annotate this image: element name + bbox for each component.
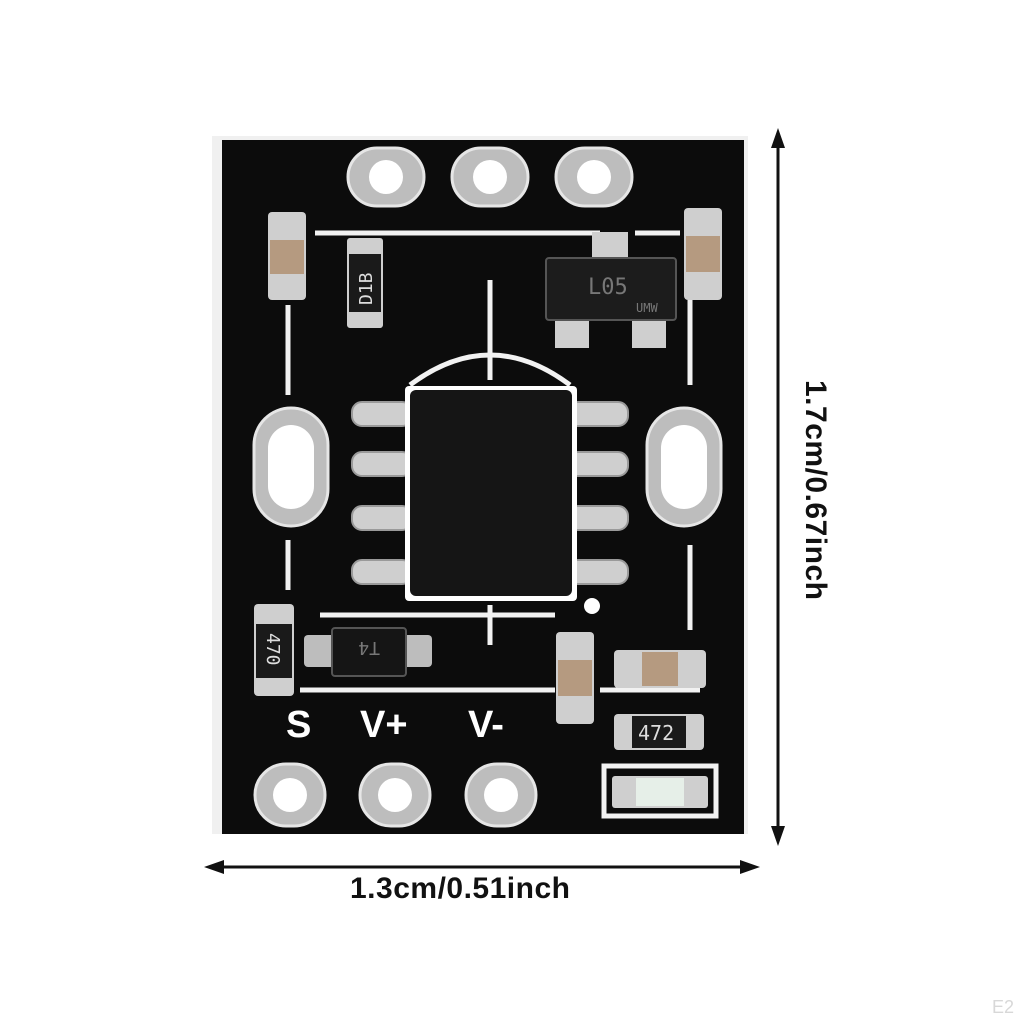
pad-vplus [358, 762, 432, 828]
diode [304, 627, 432, 677]
pad-top-1 [346, 146, 426, 208]
mounting-slots [252, 406, 723, 528]
bottom-pads [253, 762, 538, 828]
capacitor-horizontal [614, 650, 706, 688]
resistor-bottom [614, 714, 704, 750]
pad-top-3 [554, 146, 634, 208]
marking-transistor-sub: UMW [636, 301, 658, 315]
pad-vminus [464, 762, 538, 828]
resistor-top [347, 238, 383, 328]
silk-label-s: S [286, 704, 312, 746]
main-ic [351, 386, 629, 614]
transistor [545, 232, 677, 348]
marking-resistor-bottom: 472 [638, 721, 674, 745]
silk-label-vplus: V+ [360, 704, 408, 746]
capacitor-middle [556, 632, 594, 724]
watermark: E2 [991, 997, 1014, 1017]
height-label: 1.7cm/0.67inch [799, 380, 832, 601]
top-pads [346, 146, 634, 208]
capacitor-top-left [268, 212, 306, 300]
pad-top-2 [450, 146, 530, 208]
marking-diode: T4 [358, 637, 380, 658]
marking-transistor: L05 [588, 275, 628, 300]
silkscreen-outline [285, 230, 700, 693]
width-dimension-arrow [204, 860, 760, 874]
silk-label-vminus: V- [468, 704, 504, 746]
marking-resistor-left: 470 [262, 633, 283, 666]
pad-s [253, 762, 327, 828]
height-dimension-arrow [771, 128, 785, 846]
resistor-left [254, 604, 294, 696]
marking-resistor-top: D1B [356, 272, 377, 305]
capacitor-top-right [684, 208, 722, 300]
led [601, 763, 719, 819]
width-label: 1.3cm/0.51inch [350, 872, 571, 905]
